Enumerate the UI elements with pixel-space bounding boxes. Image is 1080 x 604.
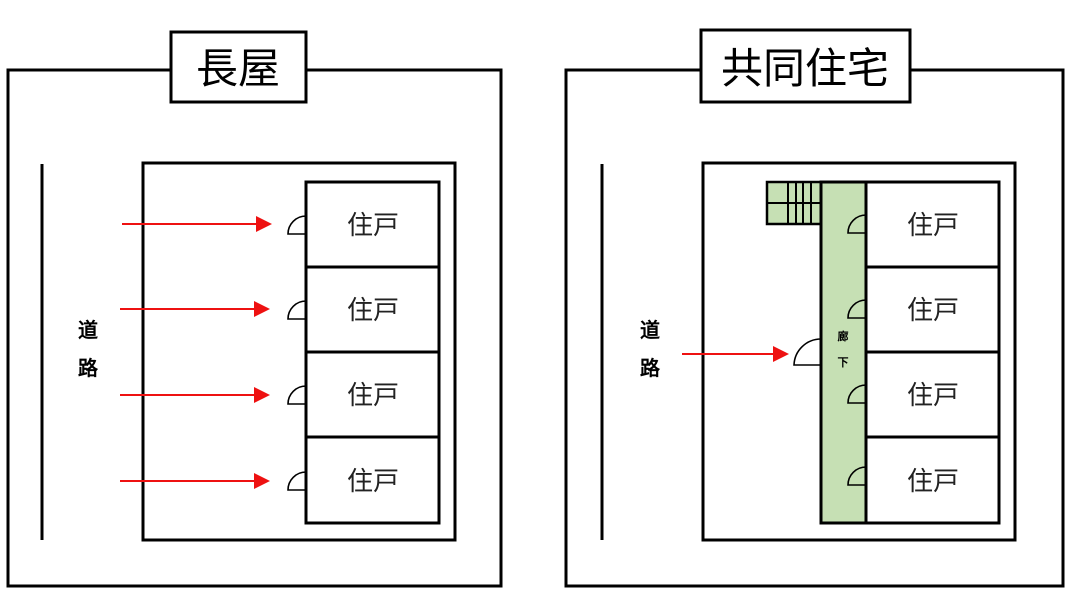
title-box: [169, 30, 308, 104]
lot-boundary: [6, 68, 503, 588]
diagram-title: 共同住宅: [721, 44, 889, 93]
entry-arrow: [120, 387, 270, 403]
unit-label: 住戸: [347, 381, 399, 411]
door-icon: [287, 385, 307, 405]
arrow-head-icon: [773, 346, 789, 362]
unit-list: 住戸 住戸 住戸 住戸: [304, 180, 441, 525]
diagram-title: 長屋: [196, 44, 280, 93]
arrow-head-icon: [254, 301, 270, 317]
entry-arrow: [682, 346, 789, 362]
unit-label: 住戸: [347, 211, 399, 241]
door-icon: [847, 466, 867, 486]
door-icon: [287, 215, 307, 235]
unit-box: [864, 180, 1001, 269]
road-label-1: 道: [78, 318, 98, 342]
entry-arrow: [122, 216, 272, 232]
nagaya-diagram: 長屋 道 路 住戸 住戸 住戸 住戸: [6, 30, 503, 588]
entry-arrow: [120, 473, 270, 489]
arrow-head-icon: [254, 473, 270, 489]
road-label-1: 道: [640, 318, 660, 342]
road-label-2: 路: [640, 356, 661, 380]
building-outline: [141, 161, 457, 542]
kyodo-jutaku-diagram: 共同住宅 道 路 廊 下 住戸 住戸 住戸 住戸: [564, 28, 1065, 588]
entry-arrow: [120, 301, 270, 317]
unit-box: [304, 180, 441, 269]
unit-box: [304, 435, 441, 525]
unit-list: 住戸 住戸 住戸 住戸: [864, 180, 1001, 525]
building-outline: [701, 161, 1017, 542]
door-icon: [287, 471, 307, 491]
unit-label: 住戸: [347, 296, 399, 326]
unit-label: 住戸: [907, 467, 959, 497]
title-box: [699, 28, 912, 104]
unit-label: 住戸: [907, 296, 959, 326]
unit-label: 住戸: [347, 467, 399, 497]
unit-box: [304, 265, 441, 354]
door-icon: [847, 299, 867, 319]
arrow-head-icon: [254, 387, 270, 403]
unit-label: 住戸: [907, 381, 959, 411]
stairs-icon: [765, 180, 823, 226]
corridor-label-1: 廊: [838, 329, 849, 343]
door-icon: [847, 214, 867, 234]
unit-label: 住戸: [907, 211, 959, 241]
door-icon: [287, 300, 307, 320]
unit-box: [864, 350, 1001, 439]
unit-box: [304, 350, 441, 439]
door-icon: [847, 384, 867, 404]
lot-boundary: [564, 68, 1065, 588]
unit-box: [864, 265, 1001, 354]
road-label-2: 路: [78, 356, 99, 380]
unit-box: [864, 435, 1001, 525]
arrow-head-icon: [256, 216, 272, 232]
entrance-door-icon: [793, 338, 822, 366]
corridor-label-2: 下: [838, 356, 849, 369]
